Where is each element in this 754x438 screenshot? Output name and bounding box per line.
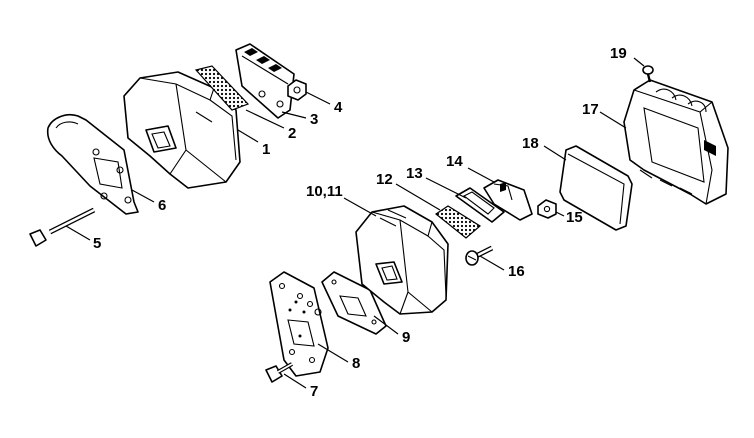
- callout-16: 16: [508, 263, 525, 280]
- callout-17: 17: [582, 101, 599, 118]
- part-15-nut: [537, 199, 557, 219]
- part-7-bolt: [265, 362, 293, 383]
- part-12-spark-screen: [434, 205, 482, 239]
- callout-7: 7: [310, 383, 319, 400]
- callout-14: 14: [446, 153, 463, 170]
- callout-19: 19: [610, 45, 627, 62]
- callout-5: 5: [93, 235, 102, 252]
- part-14-deflector: [483, 179, 533, 221]
- callout-13: 13: [406, 165, 423, 182]
- callout-6: 6: [158, 197, 167, 214]
- part-1-muffler: [123, 71, 241, 189]
- callout-1: 1: [262, 141, 271, 158]
- callout-8: 8: [352, 355, 361, 372]
- callout-2: 2: [288, 125, 297, 142]
- part-13-gasket: [455, 187, 505, 223]
- part-9-gasket: [321, 271, 387, 335]
- callout-3: 3: [310, 111, 319, 128]
- part-18-filter: [559, 145, 633, 231]
- callout-12: 12: [376, 171, 393, 188]
- part-4-nut: [287, 79, 307, 101]
- leader-lines: [65, 57, 645, 389]
- part-3-cover: [235, 43, 295, 119]
- callout-18: 18: [522, 135, 539, 152]
- part-6-heat-shield: [46, 113, 139, 215]
- callout-10-11: 10,11: [306, 183, 343, 200]
- part-17-housing: [623, 79, 729, 205]
- part-16-screw: [465, 245, 494, 266]
- part-19-screw: [642, 65, 654, 83]
- callout-9: 9: [402, 329, 411, 346]
- part-10-11-muffler: [355, 205, 449, 315]
- callout-4: 4: [334, 99, 343, 116]
- callout-15: 15: [566, 209, 583, 226]
- part-2-spark-screen: [194, 65, 250, 111]
- part-8-plate: [269, 271, 329, 377]
- part-5-bolt: [29, 207, 96, 247]
